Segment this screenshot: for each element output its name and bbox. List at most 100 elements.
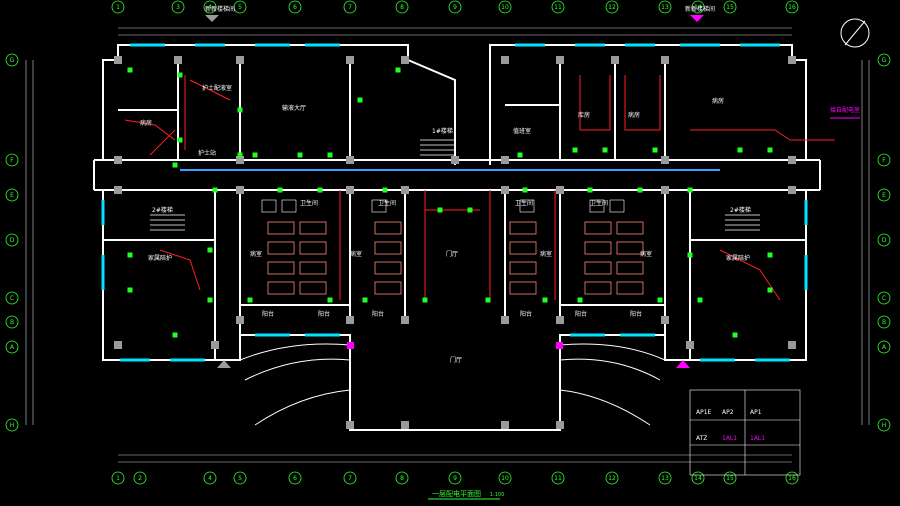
axis-bubble — [288, 0, 302, 14]
axis-label: E — [10, 192, 14, 199]
axis-bubble — [111, 0, 125, 14]
column — [661, 186, 669, 194]
axis-bubble — [203, 471, 217, 485]
axis-label: D — [882, 237, 887, 244]
label-nurse-station: 护士站 — [198, 149, 216, 157]
device-icon — [382, 187, 388, 193]
bed — [267, 221, 295, 235]
label-wc-l2: 卫生间 — [378, 199, 396, 207]
axis-bubble — [498, 0, 512, 14]
axis-bubble — [395, 471, 409, 485]
label-panel-2: AP2 — [722, 409, 734, 416]
axis-label: 13 — [661, 4, 669, 11]
label-ward-r2: 病室 — [640, 250, 652, 258]
axis-bubble — [5, 340, 19, 354]
column — [114, 56, 122, 64]
device-icon — [212, 187, 218, 193]
device-icon — [697, 297, 703, 303]
axis-label: A — [882, 344, 887, 351]
axis-label: G — [10, 57, 15, 64]
axis-bubble — [877, 340, 891, 354]
label-balcony-1: 阳台 — [262, 310, 274, 318]
axis-label: 6 — [293, 475, 297, 482]
column — [346, 421, 354, 429]
label-ward-l2: 病室 — [350, 250, 362, 258]
axis-bubble — [785, 471, 799, 485]
label-balcony-2: 阳台 — [318, 310, 330, 318]
axis-bubble — [203, 0, 217, 14]
device-icon — [237, 107, 243, 113]
device-icon — [395, 67, 401, 73]
axis-label: C — [882, 295, 886, 302]
washbasin — [609, 199, 625, 213]
device-icon — [522, 187, 528, 193]
device-icon — [767, 287, 773, 293]
column — [114, 186, 122, 194]
axis-label: 7 — [348, 475, 352, 482]
bed — [509, 241, 537, 255]
device-icon — [602, 147, 608, 153]
device-icon — [732, 332, 738, 338]
label-panel-5: 1AL1 — [722, 435, 737, 442]
axis-label: B — [10, 319, 14, 326]
circuit-wiring — [124, 75, 835, 301]
axis-label: 2 — [138, 475, 142, 482]
axis-label: 5 — [238, 475, 242, 482]
device-icon — [172, 332, 178, 338]
windows — [101, 43, 808, 362]
device-icon — [127, 67, 133, 73]
washbasin — [589, 199, 605, 213]
label-balcony-6: 阳台 — [630, 310, 642, 318]
label-ward-r1: 病室 — [540, 250, 552, 258]
axis-label: 14 — [694, 475, 702, 482]
column — [401, 421, 409, 429]
axis-label: 1 — [116, 4, 120, 11]
axis-label: E — [882, 192, 886, 199]
axis-label: 5 — [238, 4, 242, 11]
device-icon — [687, 252, 693, 258]
axis-label: 15 — [726, 475, 734, 482]
axis-label: 14 — [694, 4, 702, 11]
axis-label: F — [10, 157, 14, 164]
bed — [584, 221, 612, 235]
bed — [374, 281, 402, 295]
column — [611, 56, 619, 64]
label-stair-2-right: 2#楼梯 — [730, 206, 751, 214]
column — [236, 316, 244, 324]
device-icon — [172, 162, 178, 168]
axis-label: 6 — [293, 4, 297, 11]
washbasin — [281, 199, 297, 213]
axis-bubble — [691, 471, 705, 485]
axis-label: 13 — [661, 475, 669, 482]
label-wc-r1: 卫生间 — [515, 199, 533, 207]
axis-label: 10 — [501, 4, 509, 11]
column — [401, 56, 409, 64]
label-infusion-hall: 输液大厅 — [282, 104, 306, 112]
axis-bubble — [111, 471, 125, 485]
axis-label: A — [10, 344, 15, 351]
axis-label: 12 — [608, 4, 616, 11]
axis-label: 3 — [176, 4, 180, 11]
bed — [299, 241, 327, 255]
bed — [616, 261, 644, 275]
device-icon — [127, 287, 133, 293]
bed — [616, 241, 644, 255]
column — [501, 56, 509, 64]
drawing-title: 一层配电平面图 — [432, 489, 481, 498]
axis-bubble — [5, 418, 19, 432]
device-icon — [637, 187, 643, 193]
electrical-devices — [127, 67, 773, 338]
axis-label: 8 — [400, 4, 404, 11]
bed — [509, 261, 537, 275]
axis-bubble — [551, 471, 565, 485]
axis-bubble — [133, 471, 147, 485]
axis-label: D — [10, 237, 15, 244]
axis-label: 16 — [788, 4, 796, 11]
axis-label: H — [882, 422, 887, 429]
bed — [267, 281, 295, 295]
axis-bubble — [5, 315, 19, 329]
bed — [374, 241, 402, 255]
bed — [584, 241, 612, 255]
